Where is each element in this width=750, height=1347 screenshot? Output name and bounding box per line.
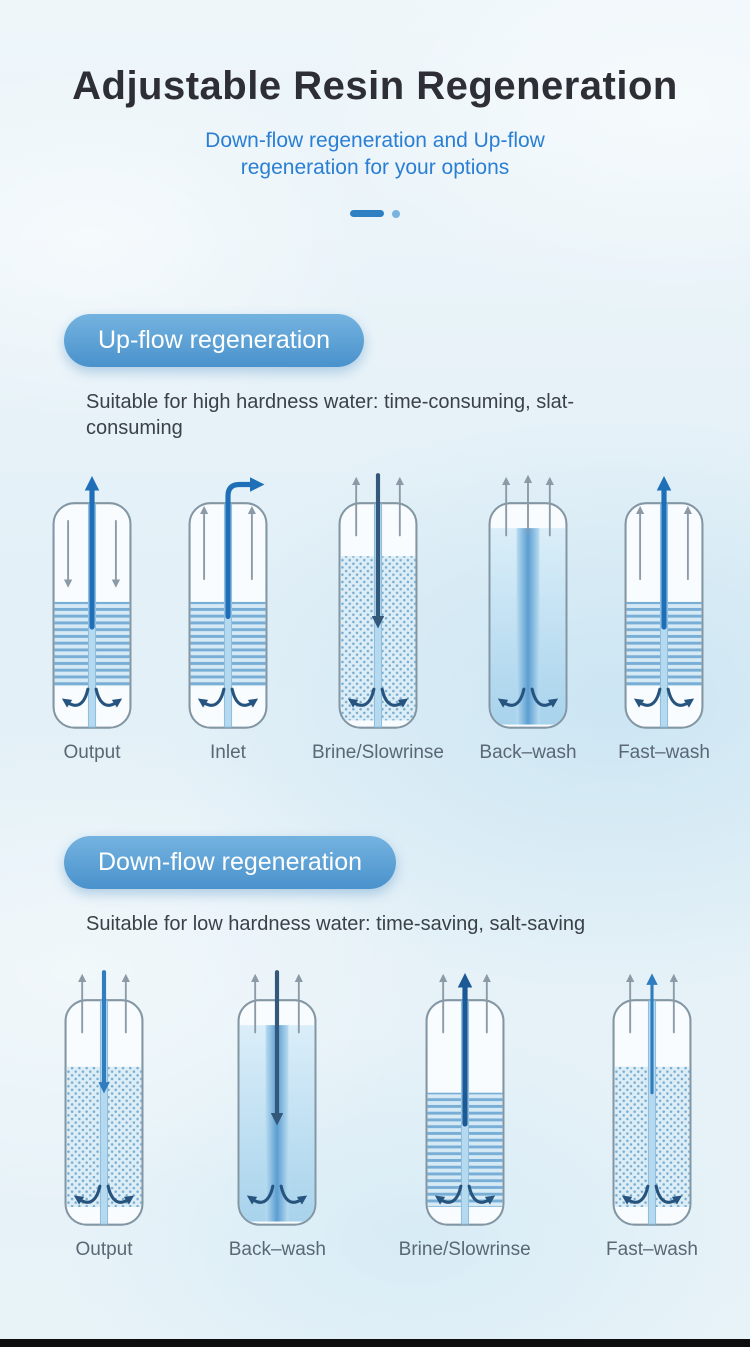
downflow-description: Suitable for low hardness water: time-sa… xyxy=(86,913,586,936)
tank-diagram xyxy=(338,473,418,730)
tank-label: Fast–wash xyxy=(606,1238,698,1260)
tank-label: Brine/Slowrinse xyxy=(398,1238,531,1260)
upflow-description: Suitable for high hardness water: time-c… xyxy=(86,390,575,439)
divider-dash-icon xyxy=(350,210,384,218)
upflow-section: Up-flow regeneration Suitable for high h… xyxy=(0,313,750,765)
tank-diagram xyxy=(488,475,568,730)
tank-label: Back–wash xyxy=(479,742,577,764)
tank-diagram xyxy=(237,969,317,1226)
tank-label: Output xyxy=(63,742,121,764)
upflow-tank-fast-wash: Fast–wash xyxy=(612,471,716,764)
downflow-tank-output: Output xyxy=(52,968,156,1261)
tank-diagram xyxy=(624,476,704,730)
tank-diagram xyxy=(425,972,505,1226)
downflow-tank-brine-slowrinse: Brine/Slowrinse xyxy=(399,968,531,1261)
tank-label: Output xyxy=(75,1238,133,1260)
downflow-tank-fast-wash: Fast–wash xyxy=(600,968,704,1261)
header-divider xyxy=(0,209,750,218)
tank-label: Inlet xyxy=(210,742,246,764)
upflow-tank-output: Output xyxy=(40,471,144,764)
downflow-tank-back-wash: Back–wash xyxy=(225,968,329,1261)
upflow-heading-pill: Up-flow regeneration xyxy=(64,313,365,367)
tank-diagram xyxy=(64,969,144,1226)
upflow-tanks-row: Output Inlet Brine/Slowrinse Back–wash Fast–… xyxy=(40,471,716,764)
divider-dot-icon xyxy=(392,209,400,218)
bottom-bar xyxy=(0,1339,750,1347)
downflow-section: Down-flow regeneration Suitable for low … xyxy=(0,836,750,1260)
page-subtitle: Down-flow regeneration and Up-flow regen… xyxy=(0,127,750,182)
tank-label: Back–wash xyxy=(228,1238,326,1260)
tank-diagram xyxy=(612,973,692,1226)
upflow-tank-inlet: Inlet xyxy=(176,471,280,764)
upflow-tank-brine-slowrinse: Brine/Slowrinse xyxy=(312,471,444,764)
tank-diagram xyxy=(188,477,268,730)
header: Adjustable Resin Regeneration Down-flow … xyxy=(0,0,750,218)
tank-label: Brine/Slowrinse xyxy=(312,742,444,764)
tank-label: Fast–wash xyxy=(618,742,710,764)
upflow-tank-back-wash: Back–wash xyxy=(476,471,580,764)
page-subtitle-line1: Down-flow regeneration and Up-flow xyxy=(205,129,545,152)
downflow-tanks-row: Output Back–wash Brine/Slowrinse Fast–wash xyxy=(52,968,704,1261)
downflow-heading-pill: Down-flow regeneration xyxy=(64,836,397,890)
page-title: Adjustable Resin Regeneration xyxy=(72,64,678,108)
tank-diagram xyxy=(52,476,132,730)
page-subtitle-line2: regeneration for your options xyxy=(240,156,510,180)
